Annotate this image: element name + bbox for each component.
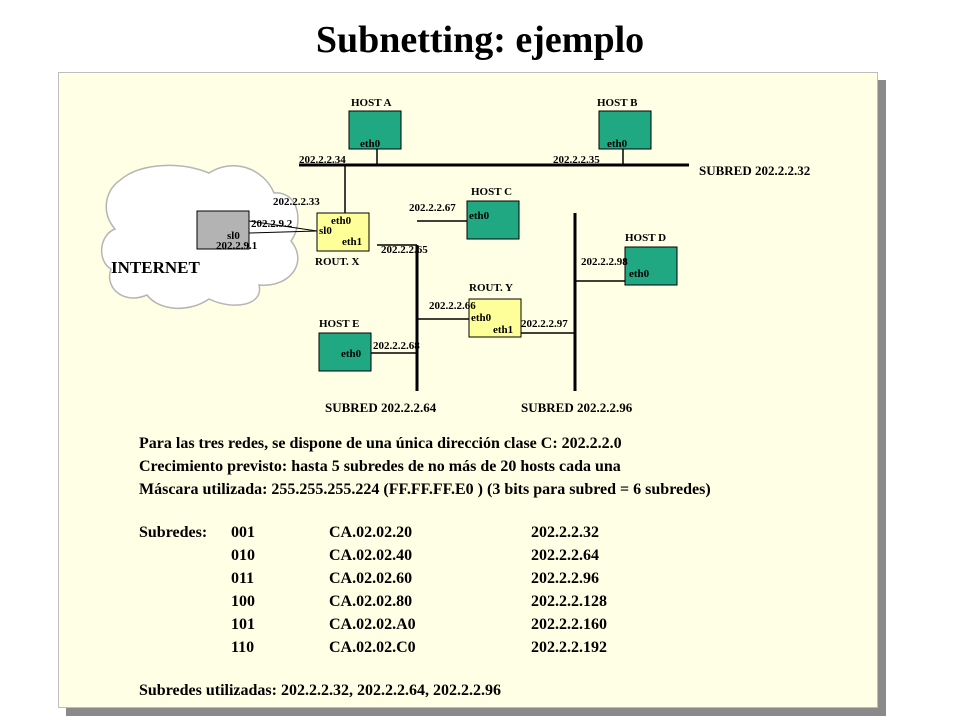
router-x: [316, 212, 370, 252]
routx-if-sl0: sl0: [319, 225, 332, 237]
info-line-3: Máscara utilizada: 255.255.255.224 (FF.F…: [139, 481, 711, 498]
subnet-bits: 101: [231, 616, 255, 633]
routx-ip-eth1: 202.2.2.65: [381, 244, 428, 256]
routx-if-eth0: eth0: [331, 215, 352, 227]
host-e-ip: 202.2.2.68: [373, 340, 420, 352]
routy-label: ROUT. Y: [469, 282, 513, 294]
subnet-hex: CA.02.02.20: [329, 524, 413, 541]
host-c-ip: 202.2.2.67: [409, 202, 456, 214]
internet-router-ip: 202.2.9.1: [216, 240, 257, 252]
subred-32-label: SUBRED 202.2.2.32: [699, 163, 810, 178]
subnet-bits: 110: [231, 639, 255, 656]
routy-if-eth1: eth1: [493, 324, 513, 336]
host-e-label: HOST E: [319, 318, 359, 330]
internet-router: [196, 210, 250, 250]
internet-label: INTERNET: [111, 258, 200, 277]
host-e-iface: eth0: [341, 348, 362, 360]
subnet-ip: 202.2.2.128: [531, 593, 607, 610]
host-b-ip: 202.2.2.35: [553, 154, 600, 166]
host-d: [624, 246, 678, 286]
info-line-1: Para las tres redes, se dispone de una ú…: [139, 435, 622, 452]
subnet-hex: CA.02.02.60: [329, 570, 413, 587]
host-c: [466, 200, 520, 240]
routx-ip-eth0: 202.2.2.33: [273, 196, 320, 208]
host-a-iface: eth0: [360, 138, 381, 150]
routy-ip-eth1: 202.2.2.97: [521, 318, 568, 330]
host-d-label: HOST D: [625, 232, 666, 244]
routy-ip-eth0: 202.2.2.66: [429, 300, 476, 312]
host-c-iface: eth0: [469, 210, 490, 222]
subnets-label: Subredes:: [139, 524, 208, 541]
host-b: [598, 110, 652, 150]
host-a: [348, 110, 402, 150]
subnet-bits: 100: [231, 593, 255, 610]
subnet-hex: CA.02.02.C0: [329, 639, 416, 656]
info-line-2: Crecimiento previsto: hasta 5 subredes d…: [139, 458, 621, 475]
subnet-bits: 001: [231, 524, 255, 541]
routx-label: ROUT. X: [315, 256, 359, 268]
subred-64-label: SUBRED 202.2.2.64: [325, 400, 437, 415]
subnet-ip: 202.2.2.160: [531, 616, 607, 633]
host-d-iface: eth0: [629, 268, 650, 280]
routy-if-eth0: eth0: [471, 312, 492, 324]
content-panel: INTERNET sl0 202.2.9.1 eth0 sl0 eth1 ROU…: [58, 72, 878, 708]
routx-if-eth1: eth1: [342, 236, 362, 248]
router-y: [468, 298, 522, 338]
serial-link: [248, 220, 318, 232]
subnet-hex: CA.02.02.A0: [329, 616, 416, 633]
routx-ip-sl0: 202.2.9.2: [251, 218, 293, 230]
internet-router-if: sl0: [227, 230, 240, 242]
host-d-ip: 202.2.2.98: [581, 256, 628, 268]
host-b-iface: eth0: [607, 138, 628, 150]
subnet-hex: CA.02.02.40: [329, 547, 413, 564]
subnet-ip: 202.2.2.96: [531, 570, 599, 587]
host-e: [318, 332, 372, 372]
host-a-label: HOST A: [351, 97, 392, 109]
subnet-ip: 202.2.2.64: [531, 547, 599, 564]
subnet-ip: 202.2.2.32: [531, 524, 599, 541]
serial-link-2: [248, 230, 318, 234]
used-subnets: Subredes utilizadas: 202.2.2.32, 202.2.2…: [139, 682, 501, 699]
subnet-hex: CA.02.02.80: [329, 593, 413, 610]
host-c-label: HOST C: [471, 186, 512, 198]
subnet-bits: 011: [231, 570, 255, 587]
page-title: Subnetting: ejemplo: [315, 19, 645, 61]
host-b-label: HOST B: [597, 97, 638, 109]
subnet-ip: 202.2.2.192: [531, 639, 607, 656]
host-a-ip: 202.2.2.34: [299, 154, 346, 166]
network-diagram: INTERNET sl0 202.2.9.1 eth0 sl0 eth1 ROU…: [101, 97, 810, 415]
subred-96-label: SUBRED 202.2.2.96: [521, 400, 633, 415]
subnet-bits: 010: [231, 547, 255, 564]
